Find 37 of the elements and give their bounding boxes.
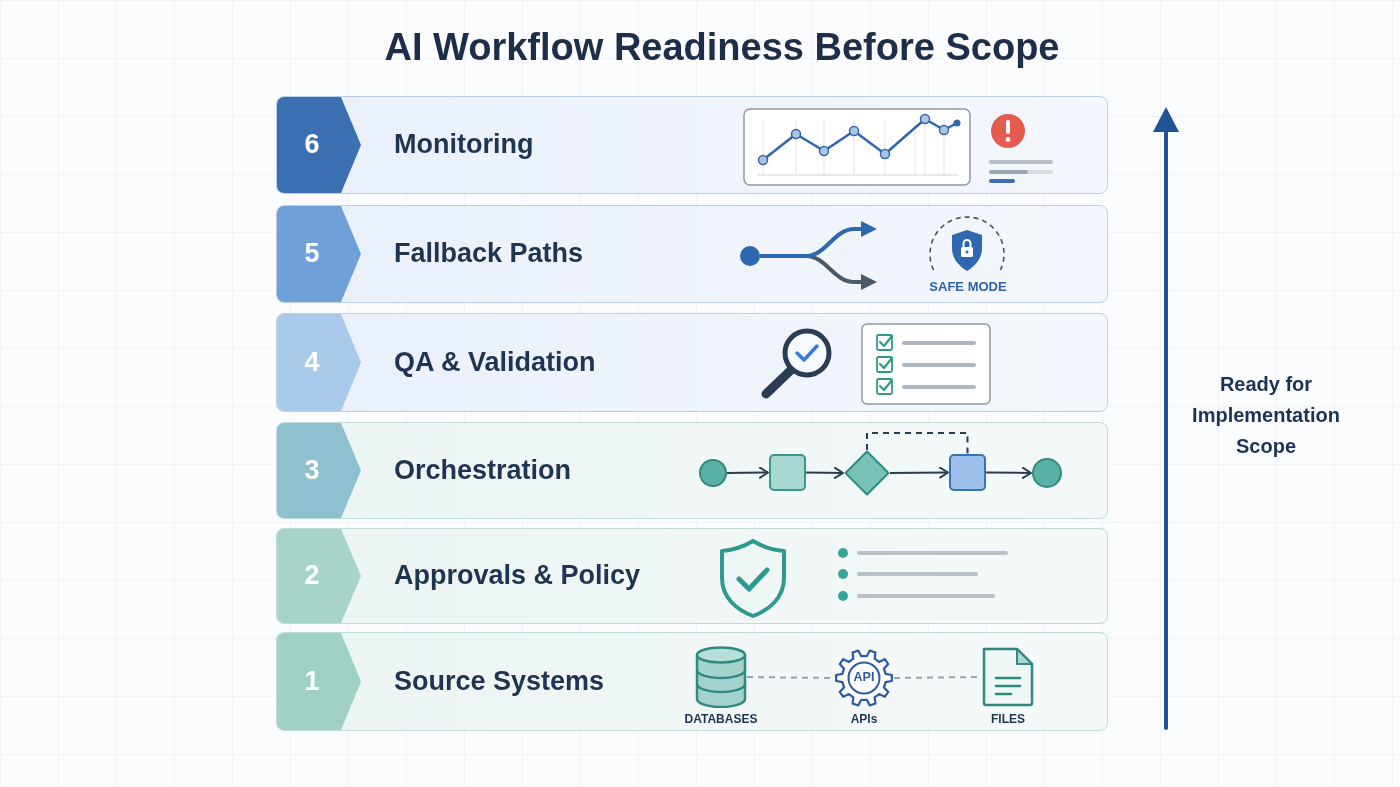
layer-title: Monitoring bbox=[394, 129, 534, 161]
layer-title: Source Systems bbox=[394, 666, 605, 697]
step-number: 1 bbox=[304, 666, 320, 697]
circle-node bbox=[699, 459, 727, 487]
arrow bbox=[726, 466, 769, 479]
square-node bbox=[769, 454, 806, 491]
arrow bbox=[805, 466, 844, 479]
layer-band bbox=[276, 96, 1108, 194]
start-dot bbox=[740, 246, 760, 266]
icon-caption: DATABASES bbox=[684, 713, 758, 727]
step-number: 3 bbox=[304, 455, 320, 486]
side-label: Ready for Implementation Scope bbox=[1191, 372, 1341, 459]
layer-title: QA & Validation bbox=[394, 347, 596, 378]
icon-caption: FILES bbox=[991, 713, 1025, 727]
diagram-title: AI Workflow Readiness Before Scope bbox=[384, 26, 1060, 69]
square-node bbox=[949, 454, 986, 491]
icon-text: API bbox=[853, 671, 875, 685]
icon-caption: APIs bbox=[850, 713, 878, 727]
layer-band bbox=[276, 528, 1108, 624]
step-number: 6 bbox=[304, 130, 320, 160]
decision-diamond bbox=[844, 450, 890, 496]
layer-band bbox=[276, 422, 1108, 519]
layer-title: Orchestration bbox=[394, 455, 572, 486]
step-number: 4 bbox=[304, 347, 320, 378]
layer-band bbox=[276, 205, 1108, 303]
layer-band bbox=[276, 313, 1108, 412]
arrow bbox=[985, 466, 1032, 479]
circle-node bbox=[1032, 458, 1062, 488]
step-number: 5 bbox=[304, 239, 320, 269]
layer-band bbox=[276, 632, 1108, 731]
layer-title: Approvals & Policy bbox=[394, 560, 641, 592]
arrow bbox=[805, 221, 877, 258]
dashed-line bbox=[866, 432, 969, 455]
step-number: 2 bbox=[304, 561, 320, 591]
arrow bbox=[889, 466, 949, 479]
layer-title: Fallback Paths bbox=[394, 238, 584, 270]
mode-label: SAFE MODE bbox=[929, 280, 1007, 295]
